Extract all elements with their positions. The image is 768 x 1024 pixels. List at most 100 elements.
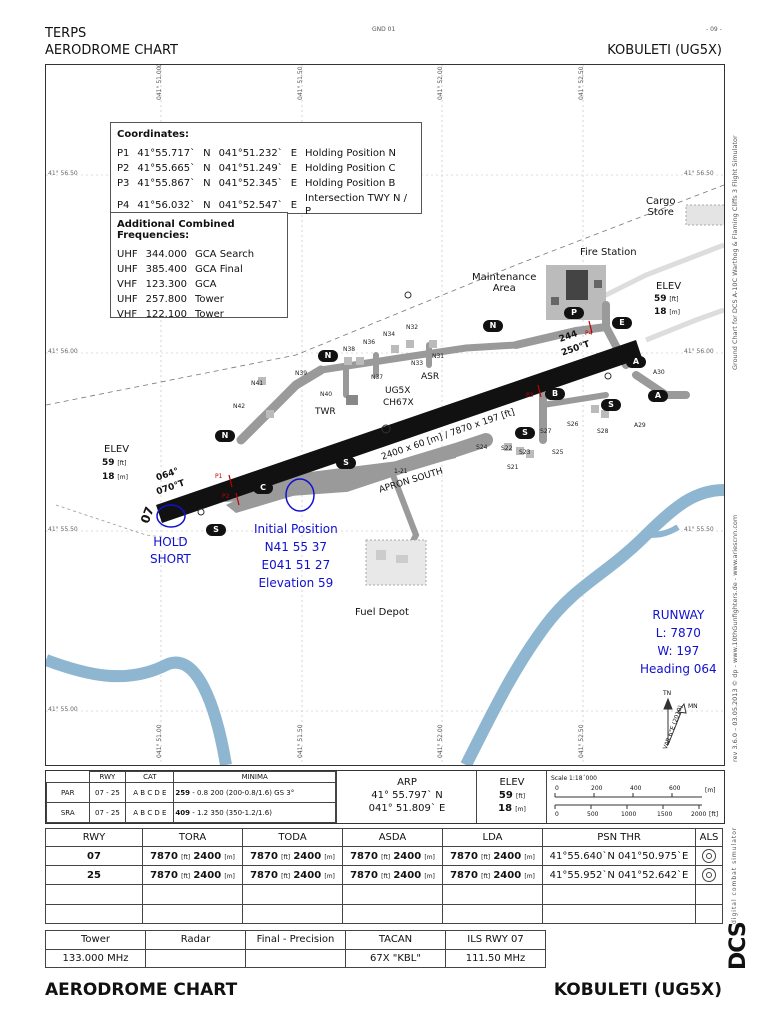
approach-header-rwy: RWY [88, 771, 127, 783]
stand-label: N37 [371, 374, 384, 381]
stand-label: N32 [406, 324, 419, 331]
stand-label: N36 [363, 339, 376, 346]
coordinate-desc: Holding Position C [305, 163, 396, 174]
grid-left-label-2: 41° 56.00 [48, 348, 78, 355]
elev-west-label: ELEV [104, 444, 130, 455]
frequency-band: VHF [117, 279, 138, 290]
approach-header-minima: MINIMA [173, 771, 336, 783]
grid-bottom-label-1: 041° 51.00 [156, 724, 163, 758]
dcs-side-text: digital combat simulator [731, 826, 738, 924]
frequency-band: UHF [117, 294, 138, 305]
approach-rwy: 07 - 25 [88, 802, 127, 823]
rwy-id: 07 [45, 846, 143, 866]
coordinate-lat: 41°55.867` [137, 178, 196, 189]
grid-right-label-3: 41° 55.50 [684, 526, 714, 533]
coordinate-desc: Intersection TWY N / P [305, 193, 407, 217]
stand-label: S24 [476, 444, 488, 451]
freq-value: 133.000 MHz [45, 948, 146, 968]
runway-surface [156, 340, 642, 523]
hold-short-annotation: HOLD SHORT [150, 535, 191, 566]
freq-value [145, 948, 246, 968]
lda: 7870 [ft] 2400 [m] [442, 846, 543, 866]
stand-label: N31 [432, 353, 445, 360]
grid-left-label-3: 41° 55.50 [48, 526, 78, 533]
frequency-freq: 257.800 [145, 294, 187, 305]
coordinate-lon: 041°52.345` [218, 178, 283, 189]
maintenance-area-label: Maintenance Area [472, 272, 537, 294]
approach-rwy: 07 - 25 [88, 782, 127, 803]
approach-cat: A B C D E [125, 782, 175, 803]
col-psn-thr: PSN THR [542, 828, 696, 847]
header-title-chart: AERODROME CHART [45, 43, 178, 58]
header-page: - 09 - [706, 26, 722, 33]
scale-m-tick: 400 [630, 785, 642, 792]
coordinate-lon: 041°51.232` [218, 148, 283, 159]
stand-label: N39 [295, 370, 308, 377]
approach-minima-table: RWY CAT MINIMA PAR 07 - 25 A B C D E 259… [46, 771, 336, 823]
elev-west-m: 18 [m] [102, 472, 128, 482]
scale-ft-tick: 500 [587, 811, 599, 818]
taxiway-b-badge: B [545, 388, 565, 400]
frequency-band: VHF [117, 309, 138, 320]
grid-left-label-1: 41° 56.50 [48, 170, 78, 177]
scale-box: Scale 1:18´000 0 200 400 600 [m] 0 500 1… [546, 771, 725, 823]
taxiway-s-badge-far-east: S [601, 399, 621, 411]
stand-label: N33 [411, 360, 424, 367]
elev-west-ft: 59 [ft] [102, 458, 127, 468]
coordinate-ns: N [203, 178, 211, 189]
frequencies-section: Tower Radar Final - Precision TACAN ILS … [45, 930, 723, 970]
frequencies-summary-table: Tower Radar Final - Precision TACAN ILS … [45, 930, 723, 968]
grid-left-label-4: 41° 55.00 [48, 706, 78, 713]
col-asda: ASDA [342, 828, 443, 847]
runway-distances-section: RWY TORA TODA ASDA LDA PSN THR ALS 07 78… [45, 828, 723, 924]
taxiway-c-badge: C [253, 482, 273, 494]
grid-top-label-2: 041° 51.50 [297, 66, 304, 100]
grid-top-label-4: 041° 52.50 [578, 66, 585, 100]
freq-value [245, 948, 346, 968]
freq-header: Tower [45, 930, 146, 950]
coordinate-id: P2 [117, 163, 130, 174]
map-drawing [46, 65, 724, 765]
frequency-name: GCA [194, 279, 217, 290]
scale-ft-unit: [ft] [709, 811, 719, 818]
scale-m-tick: 0 [555, 785, 559, 792]
stand-label: S28 [597, 428, 609, 435]
tora: 7870 [ft] 2400 [m] [142, 846, 243, 866]
toda: 7870 [ft] 2400 [m] [242, 846, 343, 866]
coordinate-id: P1 [117, 148, 130, 159]
holding-point-p3: P3 [526, 392, 534, 399]
grid-bottom-label-4: 041° 52.50 [578, 724, 585, 758]
stand-label: N42 [233, 403, 246, 410]
scale-ft-tick: 1500 [657, 811, 673, 818]
frequency-freq: 122.100 [145, 309, 187, 320]
frequency-freq: 344.000 [145, 249, 187, 260]
ug5x-label: UG5X [385, 386, 411, 396]
tower-label: TWR [315, 407, 336, 417]
footer-chart-title: AERODROME CHART [45, 980, 238, 1000]
true-north-label: TN [663, 690, 672, 697]
stand-label: S22 [501, 445, 513, 452]
als-icon [695, 846, 723, 866]
freq-header: ILS RWY 07 [445, 930, 546, 950]
elev-box-m: 18 [m] [498, 803, 526, 814]
footer-airport: KOBULETI (UG5X) [553, 980, 722, 1000]
boundary-west [55, 504, 187, 541]
river-west [46, 654, 232, 765]
col-tora: TORA [142, 828, 243, 847]
coordinate-lon: 041°51.249` [218, 163, 283, 174]
side-caption: Ground Chart for DCS A-10C Warthog & Fla… [731, 135, 739, 370]
stand-label: N40 [320, 391, 333, 398]
coordinate-lat: 41°55.717` [137, 148, 196, 159]
grid-top-label-3: 041° 52.00 [437, 66, 444, 100]
asda: 7870 [ft] 2400 [m] [342, 846, 443, 866]
arp-box: ARP 41° 55.797` N 041° 51.809` E [336, 771, 477, 823]
initial-position-marker [285, 478, 315, 512]
frequency-name: GCA Search [194, 249, 255, 260]
approach-minima: 259 - 0.8 200 (200-0.8/1.6) GS 3° [173, 782, 336, 803]
frequency-freq: 385.400 [145, 264, 187, 275]
one-21-label: 1-21 [394, 468, 408, 475]
coordinate-id: P3 [117, 178, 130, 189]
